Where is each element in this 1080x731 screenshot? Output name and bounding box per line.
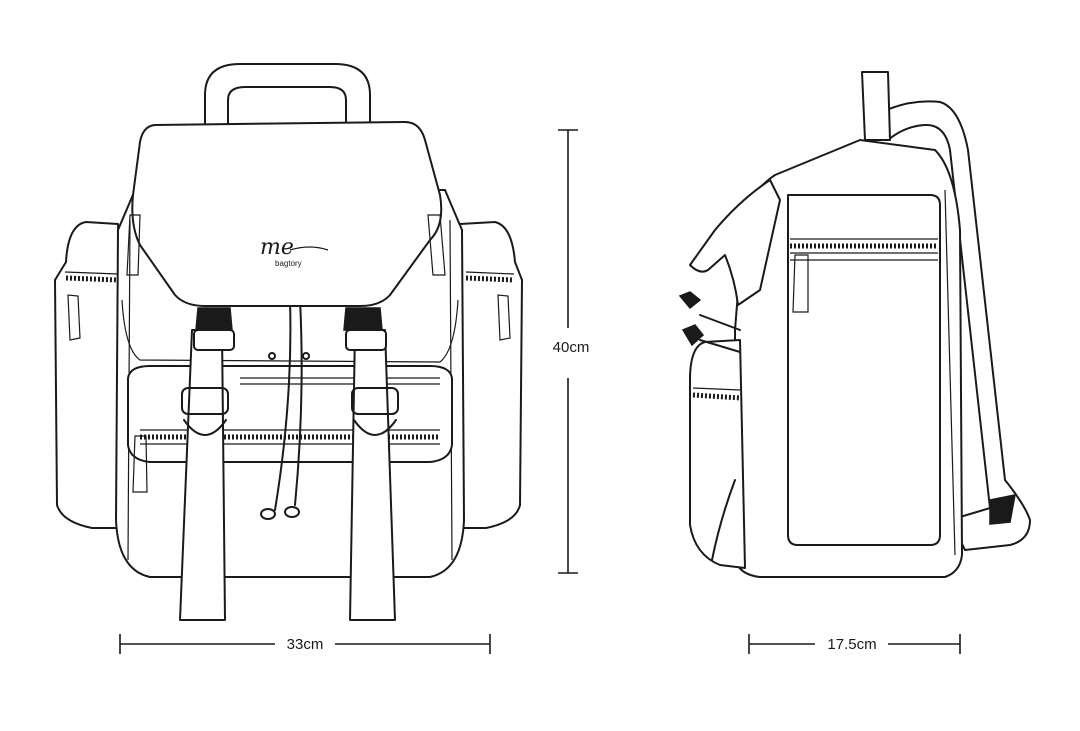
height-label: 40cm [553, 339, 590, 356]
logo-script: me [260, 235, 294, 260]
side-view [678, 71, 1031, 578]
front-top-flap [131, 121, 443, 307]
width-label: 33cm [287, 636, 324, 653]
front-right-ring [351, 387, 399, 415]
width-dimension: 33cm [119, 634, 491, 654]
side-shoulder-strap [869, 100, 1031, 551]
drawstring-cord [274, 299, 303, 511]
logo-brand: bagtory [275, 259, 302, 268]
front-left-buckle-top [195, 307, 233, 331]
side-top-handle [861, 71, 891, 141]
depth-dimension: 17.5cm [748, 634, 961, 654]
height-dimension: 40cm [553, 129, 590, 574]
front-left-side-pocket [54, 221, 126, 529]
front-view: me bagtory [54, 63, 523, 621]
front-top-handle [204, 63, 371, 126]
side-front-panel [787, 194, 941, 546]
front-left-ring [181, 387, 229, 415]
side-pocket [689, 339, 746, 569]
front-right-buckle-top [343, 307, 383, 331]
side-top-flap [689, 179, 781, 306]
front-right-side-pocket [454, 221, 523, 529]
depth-label: 17.5cm [827, 636, 876, 653]
